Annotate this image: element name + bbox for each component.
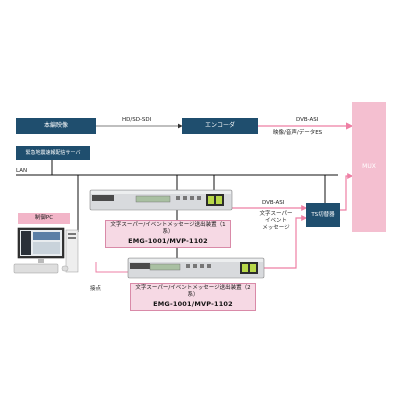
encoder-box: エンコーダ xyxy=(182,118,258,134)
text-super-note: 文字スーパー イベント メッセージ xyxy=(254,211,298,232)
control-pc-unit xyxy=(13,227,79,274)
eq-server-box: 緊急地震速報配信サーバ xyxy=(16,146,90,160)
eq-server-label: 緊急地震速報配信サーバ xyxy=(25,150,81,156)
ts-mux-link xyxy=(340,173,354,211)
mux-box: MUX xyxy=(352,102,386,232)
text-super-line-2: イベント xyxy=(264,217,287,224)
lan-label: LAN xyxy=(16,168,28,174)
ts-switch-box: TS切替器 xyxy=(306,203,340,227)
mux-label: MUX xyxy=(362,163,376,171)
device-1-unit xyxy=(89,189,233,211)
contact-label: 接点 xyxy=(90,286,102,292)
device-1-model: EMG-1001/MVP-1102 xyxy=(128,236,208,245)
device-2-model: EMG-1001/MVP-1102 xyxy=(153,299,233,308)
device-2-unit xyxy=(127,257,265,279)
text-super-line-1: 文字スーパー xyxy=(259,211,293,217)
text-super-line-3: メッセージ xyxy=(262,224,290,231)
contact-link xyxy=(95,262,128,273)
hd-sdi-label: HD/SD-SDI xyxy=(122,117,152,123)
main-video-box: 本編映像 xyxy=(16,118,96,134)
device-2-caption: 文字スーパー/イベントメッセージ送出装置（2系） EMG-1001/MVP-11… xyxy=(130,283,256,312)
encoder-label: エンコーダ xyxy=(204,122,235,130)
control-pc-label: 制御PC xyxy=(34,215,54,222)
video-audio-data-label: 映像/音声/データES xyxy=(273,130,323,136)
dvb-asi-mid-label: DVB-ASI xyxy=(262,200,285,206)
device-2-caption-text: 文字スーパー/イベントメッセージ送出装置（2系） xyxy=(135,285,251,299)
device-1-caption: 文字スーパー/イベントメッセージ送出装置（1系） EMG-1001/MVP-11… xyxy=(105,220,231,249)
device-1-caption-text: 文字スーパー/イベントメッセージ送出装置（1系） xyxy=(110,222,226,236)
main-video-label: 本編映像 xyxy=(43,122,68,130)
asi-dev2-link xyxy=(262,215,308,269)
ts-switch-label: TS切替器 xyxy=(311,211,335,218)
control-pc-box: 制御PC xyxy=(18,213,70,224)
dvb-asi-top-label: DVB-ASI xyxy=(296,117,319,123)
